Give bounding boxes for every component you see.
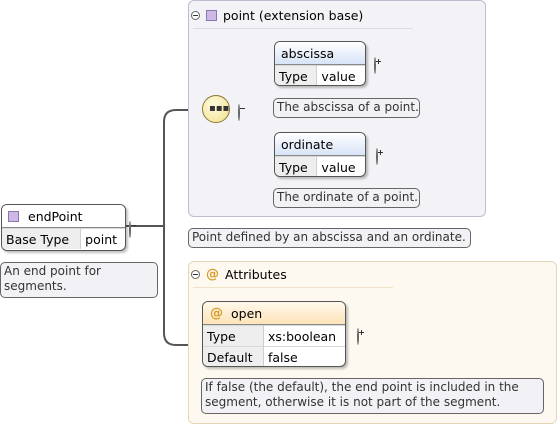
- ordinate-annotation: The ordinate of a point.: [273, 188, 420, 208]
- header-divider: [193, 28, 413, 29]
- attribute-name: open: [231, 305, 263, 321]
- property-value: value: [316, 156, 365, 176]
- element-ordinate[interactable]: ordinate Type value: [274, 132, 366, 177]
- attribute-icon: @: [210, 305, 223, 321]
- annotation-text: Point defined by an abscissa and an ordi…: [192, 230, 466, 244]
- element-header: abscissa: [275, 42, 365, 65]
- property-key: Type: [275, 65, 318, 85]
- element-header: endPoint: [2, 205, 125, 228]
- open-annotation: If false (the default), the end point is…: [201, 378, 544, 414]
- sequence-glyph-icon: ▪▪▪: [209, 103, 230, 114]
- collapse-icon[interactable]: [191, 10, 200, 20]
- element-icon: [8, 210, 19, 222]
- expand-icon[interactable]: [374, 57, 376, 74]
- property-key: Type: [275, 156, 318, 176]
- extension-annotation: Point defined by an abscissa and an ordi…: [188, 228, 471, 248]
- property-value: value: [316, 65, 365, 85]
- annotation-text: The ordinate of a point.: [277, 190, 418, 204]
- annotation-text: If false (the default), the end point is…: [205, 380, 519, 409]
- element-name: abscissa: [281, 45, 335, 61]
- header-divider: [193, 287, 393, 288]
- expand-icon[interactable]: [376, 148, 378, 165]
- property-key: Type: [203, 325, 264, 347]
- element-properties: Base Type point: [2, 228, 125, 249]
- table-row: Default false: [203, 346, 345, 366]
- attributes-title: Attributes: [225, 266, 287, 282]
- element-properties: Type value: [275, 156, 365, 176]
- annotation-text: The abscissa of a point.: [277, 100, 419, 114]
- collapse-icon[interactable]: [191, 269, 200, 279]
- endpoint-annotation: An end point for segments.: [0, 262, 158, 298]
- property-key: Default: [203, 346, 264, 366]
- attribute-icon: @: [206, 266, 219, 282]
- abscissa-annotation: The abscissa of a point.: [273, 98, 420, 118]
- element-name: endPoint: [28, 208, 83, 224]
- element-name: ordinate: [281, 136, 334, 152]
- connector-to-attributes: [163, 226, 202, 346]
- attributes-header: @ Attributes: [191, 264, 287, 284]
- collapse-icon[interactable]: [129, 221, 131, 238]
- element-endpoint[interactable]: endPoint Base Type point: [1, 204, 126, 251]
- element-icon: [206, 9, 217, 21]
- element-abscissa[interactable]: abscissa Type value: [274, 41, 366, 86]
- element-properties: Type value: [275, 65, 365, 85]
- property-value: point: [80, 228, 125, 249]
- table-row: Type value: [275, 156, 365, 176]
- table-row: Base Type point: [2, 228, 125, 249]
- property-value: false: [263, 346, 345, 366]
- attribute-header: @ open: [203, 302, 345, 325]
- attribute-properties: Type xs:boolean Default false: [203, 325, 345, 366]
- collapse-icon[interactable]: [238, 104, 240, 121]
- table-row: Type xs:boolean: [203, 325, 345, 347]
- extension-base-header: point (extension base): [191, 5, 363, 25]
- connector-to-sequence: [163, 109, 202, 226]
- extension-base-title: point (extension base): [223, 7, 364, 23]
- property-value: xs:boolean: [263, 325, 345, 347]
- annotation-text: An end point for segments.: [4, 264, 101, 293]
- element-header: ordinate: [275, 133, 365, 156]
- attribute-open[interactable]: @ open Type xs:boolean Default false: [202, 301, 346, 367]
- property-key: Base Type: [2, 228, 82, 249]
- table-row: Type value: [275, 65, 365, 85]
- sequence-compositor-icon[interactable]: ▪▪▪: [202, 95, 230, 123]
- expand-icon[interactable]: [357, 328, 359, 345]
